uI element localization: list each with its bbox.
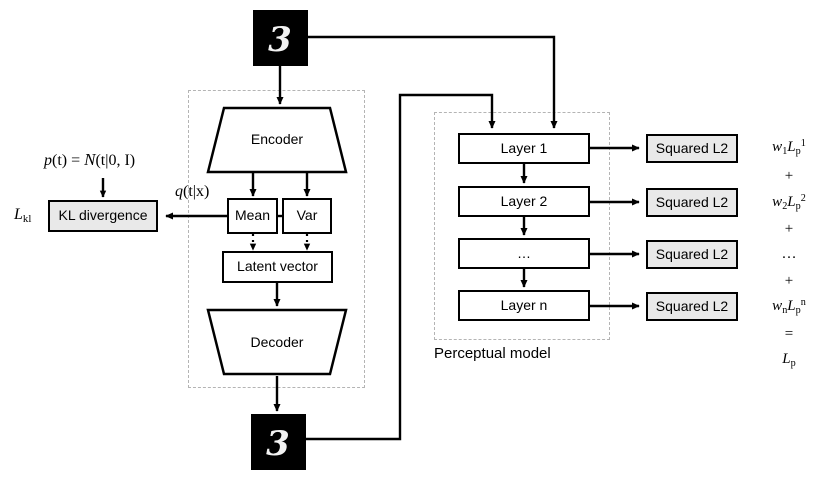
layer-box-2: Layer 2 <box>458 186 590 217</box>
math-total: Lp <box>752 351 820 369</box>
kl-loss-L: L <box>14 206 23 223</box>
math-L-sup-1: 1 <box>800 138 806 149</box>
math-term-2: w2Lp2 <box>752 193 820 212</box>
math-L-sup-2: 2 <box>800 193 806 204</box>
math-L-2: L <box>787 194 796 211</box>
output-digit-glyph: 3 <box>266 424 290 464</box>
math-ellipsis: … <box>781 246 797 262</box>
output-digit-image: 3 <box>251 414 306 470</box>
math-L-sub-2: p <box>795 200 801 212</box>
math-term-n: wnLpn <box>752 297 820 316</box>
squared-l2-box-1: Squared L2 <box>646 134 738 163</box>
prior-equals: (t) = <box>52 152 85 169</box>
prior-label: p(t) = N(t|0, I) <box>44 150 135 170</box>
decoder-label: Decoder <box>250 334 304 350</box>
math-total-sub: p <box>790 357 796 369</box>
math-op-1: + <box>784 168 794 184</box>
math-w-n: w <box>772 298 783 315</box>
encoder-label: Encoder <box>250 131 304 147</box>
math-equals: = <box>784 326 794 342</box>
prior-args: (t|0, I) <box>95 152 136 169</box>
math-w-2: w <box>772 194 783 211</box>
squared-l2-box-3: Squared L2 <box>646 240 738 269</box>
decoder-shape <box>206 308 348 376</box>
math-L-1: L <box>787 139 796 156</box>
posterior-label: q(t|x) <box>175 183 209 201</box>
math-L-n: L <box>787 298 796 315</box>
math-L-sup-n: n <box>800 297 806 308</box>
latent-vector-box: Latent vector <box>222 251 333 283</box>
math-w-sub-1: 1 <box>782 145 788 157</box>
math-op-2: + <box>784 221 794 237</box>
math-w-1: w <box>772 139 783 156</box>
layer-box-3: … <box>458 238 590 269</box>
kl-divergence-box: KL divergence <box>48 200 158 232</box>
math-L-sub-1: p <box>795 145 801 157</box>
math-w-sub-n: n <box>782 304 788 316</box>
squared-l2-box-2: Squared L2 <box>646 188 738 217</box>
math-L-sub-n: p <box>795 304 801 316</box>
layer-box-1: Layer 1 <box>458 133 590 164</box>
math-total-L: L <box>782 351 791 367</box>
kl-loss-label: Lkl <box>14 206 31 225</box>
kl-loss-sub: kl <box>22 213 32 226</box>
math-term-1: w1Lp1 <box>752 138 820 157</box>
prior-p: p <box>44 152 52 169</box>
mean-box: Mean <box>227 198 278 234</box>
prior-normal-symbol: N <box>84 150 96 169</box>
layer-box-4: Layer n <box>458 290 590 321</box>
input-digit-glyph: 3 <box>268 20 292 60</box>
math-op-3: + <box>784 273 794 289</box>
input-digit-image: 3 <box>253 10 308 66</box>
posterior-args: (t|x) <box>183 183 210 200</box>
squared-l2-box-4: Squared L2 <box>646 292 738 321</box>
perceptual-model-label: Perceptual model <box>434 345 551 362</box>
posterior-q: q <box>175 183 183 200</box>
math-w-sub-2: 2 <box>782 200 788 212</box>
var-box: Var <box>282 198 332 234</box>
encoder-shape <box>206 106 348 174</box>
